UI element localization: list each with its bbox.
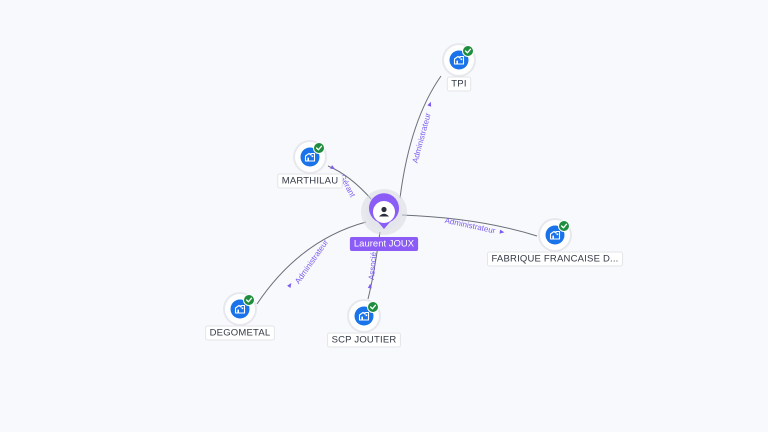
edge-degometal[interactable]: Administrateur <box>256 221 367 305</box>
verified-check-icon <box>462 45 474 57</box>
nodes-layer: TPI MARTHILAU FABRIQUE FRANCAISE D... DEGOM… <box>205 43 624 348</box>
company-node-tpi[interactable]: TPI <box>442 43 476 92</box>
edge-label: Associé <box>367 251 378 280</box>
verified-check-icon <box>558 220 570 232</box>
edge-fabrique[interactable]: Administrateur <box>401 214 538 237</box>
company-label[interactable]: MARTHILAU <box>277 173 343 189</box>
person-icon <box>379 206 389 217</box>
edge-line <box>399 75 442 199</box>
label-background <box>277 173 343 189</box>
edges-layer: AdministrateurGérantAdministrateurAdmini… <box>256 75 538 305</box>
arrow-icon <box>330 165 336 170</box>
edge-label: Administrateur <box>293 238 330 286</box>
company-node-fabrique[interactable]: FABRIQUE FRANCAISE D... <box>486 218 624 267</box>
company-node-degometal[interactable]: DEGOMETAL <box>205 292 275 341</box>
company-label[interactable]: TPI <box>446 76 472 92</box>
edge-label: Administrateur <box>444 216 497 236</box>
company-name: DEGOMETAL <box>210 328 271 339</box>
person-pin <box>369 193 400 229</box>
label-background <box>349 237 419 251</box>
company-name: MARTHILAU <box>282 176 339 187</box>
arrow-icon <box>499 229 505 234</box>
arrow-icon <box>427 101 432 107</box>
label-background <box>486 251 624 267</box>
edge-tpi[interactable]: Administrateur <box>399 75 442 199</box>
edge-line <box>256 221 367 305</box>
arrow-icon <box>367 283 372 289</box>
person-label[interactable]: Laurent JOUX <box>349 237 419 251</box>
arrow-icon <box>287 283 292 288</box>
edge-line <box>401 214 538 237</box>
person-node[interactable]: Laurent JOUX <box>349 189 419 251</box>
company-name: FABRIQUE FRANCAISE D... <box>491 254 618 265</box>
verified-check-icon <box>243 294 255 306</box>
person-name: Laurent JOUX <box>354 239 415 250</box>
building-icon <box>449 50 469 70</box>
company-label[interactable]: FABRIQUE FRANCAISE D... <box>486 251 624 267</box>
company-node-scp-joutier[interactable]: SCP JOUTIER <box>327 299 401 348</box>
label-background <box>327 332 401 348</box>
company-label[interactable]: DEGOMETAL <box>205 325 275 341</box>
company-node-marthilau[interactable]: MARTHILAU <box>277 140 343 189</box>
building-icon <box>545 225 565 245</box>
label-background <box>446 76 472 92</box>
building-icon <box>354 306 374 326</box>
verified-check-icon <box>367 301 379 313</box>
label-background <box>205 325 275 341</box>
company-name: TPI <box>451 79 466 90</box>
building-icon <box>230 299 250 319</box>
building-icon <box>300 147 320 167</box>
company-name: SCP JOUTIER <box>332 335 397 346</box>
company-label[interactable]: SCP JOUTIER <box>327 332 401 348</box>
edge-label: Administrateur <box>411 112 433 164</box>
verified-check-icon <box>313 142 325 154</box>
